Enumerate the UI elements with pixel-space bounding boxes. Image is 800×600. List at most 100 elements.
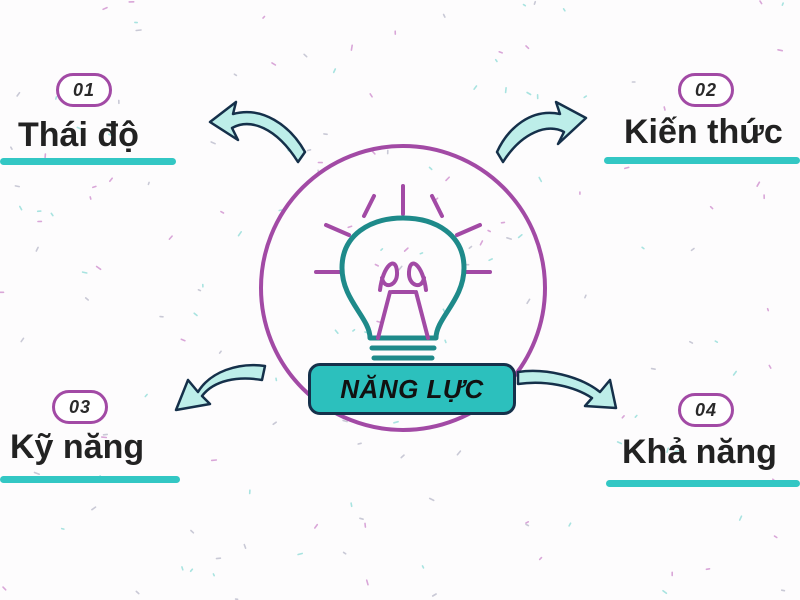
speckle bbox=[144, 393, 148, 398]
speckle bbox=[380, 248, 384, 251]
arrow-icon bbox=[516, 369, 618, 410]
speckle bbox=[634, 414, 638, 419]
speckle bbox=[773, 535, 778, 539]
speckle bbox=[456, 450, 462, 456]
item-underline bbox=[606, 480, 800, 487]
speckle bbox=[14, 185, 21, 188]
speckle bbox=[738, 515, 743, 521]
speckle bbox=[350, 44, 354, 51]
speckle bbox=[525, 523, 530, 527]
speckle bbox=[705, 567, 711, 571]
speckle bbox=[522, 3, 527, 7]
item-underline bbox=[0, 158, 176, 165]
speckle bbox=[374, 263, 380, 267]
speckle bbox=[81, 271, 88, 274]
speckle bbox=[233, 73, 238, 77]
speckle bbox=[303, 53, 308, 58]
item-number-badge: 02 bbox=[678, 73, 734, 107]
speckle bbox=[135, 590, 140, 595]
speckle bbox=[33, 471, 41, 476]
speckle bbox=[525, 45, 530, 50]
speckle bbox=[181, 566, 184, 571]
speckle bbox=[662, 589, 668, 595]
speckle bbox=[135, 29, 142, 32]
speckle bbox=[76, 126, 83, 130]
speckle bbox=[583, 95, 588, 99]
speckle bbox=[421, 565, 425, 569]
speckle bbox=[445, 176, 451, 182]
speckle bbox=[732, 370, 738, 376]
speckle bbox=[347, 225, 353, 229]
speckle bbox=[193, 312, 198, 317]
speckle bbox=[168, 235, 173, 240]
speckle bbox=[359, 517, 364, 521]
speckle bbox=[35, 246, 39, 252]
speckle bbox=[562, 8, 566, 12]
speckle bbox=[525, 520, 530, 524]
speckle bbox=[568, 522, 572, 527]
speckle bbox=[16, 91, 21, 97]
item-number-badge: 04 bbox=[678, 393, 734, 427]
item-label: Thái độ bbox=[18, 116, 139, 154]
speckle bbox=[709, 205, 714, 210]
speckle bbox=[666, 447, 670, 454]
speckle bbox=[623, 166, 630, 170]
speckle bbox=[102, 6, 108, 11]
speckle bbox=[332, 68, 337, 74]
item-label: Kỹ năng bbox=[10, 428, 145, 466]
speckle bbox=[479, 240, 484, 246]
speckle bbox=[690, 247, 695, 252]
speckle bbox=[313, 523, 319, 529]
speckle bbox=[538, 176, 543, 183]
speckle bbox=[504, 87, 507, 94]
speckle bbox=[278, 209, 283, 212]
speckle bbox=[781, 2, 785, 6]
speckle bbox=[641, 246, 645, 250]
speckle bbox=[357, 442, 362, 445]
speckle bbox=[54, 96, 58, 100]
speckle bbox=[262, 15, 266, 19]
speckle bbox=[526, 298, 531, 305]
speckle bbox=[444, 339, 447, 344]
speckle bbox=[369, 93, 373, 98]
speckle bbox=[584, 294, 587, 299]
speckle bbox=[20, 337, 25, 343]
item-label: Khả năng bbox=[622, 433, 777, 471]
speckle bbox=[442, 13, 446, 18]
speckle bbox=[50, 212, 54, 217]
speckle bbox=[468, 245, 473, 250]
speckle bbox=[517, 234, 523, 239]
speckle bbox=[365, 579, 369, 586]
item-underline bbox=[604, 157, 800, 164]
speckle bbox=[272, 421, 278, 426]
speckle bbox=[95, 265, 102, 271]
speckle bbox=[766, 307, 770, 312]
center-circle bbox=[259, 144, 547, 432]
speckle bbox=[10, 146, 13, 150]
speckle bbox=[350, 502, 353, 508]
speckle bbox=[403, 247, 409, 252]
speckle bbox=[650, 367, 656, 371]
speckle bbox=[210, 141, 216, 145]
speckle bbox=[237, 231, 242, 237]
speckle bbox=[109, 177, 113, 183]
speckle bbox=[494, 58, 498, 63]
item-label: Kiến thức bbox=[624, 113, 783, 151]
speckle bbox=[334, 329, 339, 335]
speckle bbox=[189, 568, 194, 573]
speckle bbox=[506, 237, 513, 240]
speckle bbox=[400, 454, 405, 459]
speckle bbox=[526, 91, 532, 96]
speckle bbox=[431, 593, 437, 597]
item-number-badge: 01 bbox=[56, 73, 112, 107]
arrow-icon bbox=[208, 100, 307, 164]
arrow-icon bbox=[495, 100, 588, 164]
speckle bbox=[756, 181, 761, 187]
item-underline bbox=[0, 476, 180, 483]
speckle bbox=[768, 364, 772, 369]
speckle bbox=[352, 328, 356, 332]
speckle bbox=[180, 338, 186, 342]
arrow-icon bbox=[174, 363, 267, 412]
speckle bbox=[89, 196, 92, 200]
